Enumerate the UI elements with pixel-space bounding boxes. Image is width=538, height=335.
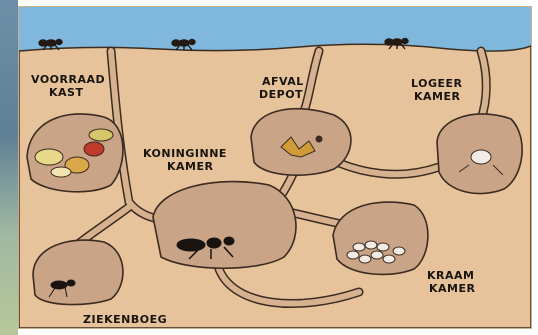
svg-text:KAMER: KAMER [429,282,475,295]
svg-text:VOORRAAD: VOORRAAD [31,73,105,86]
svg-text:KAST: KAST [49,86,83,99]
svg-text:KONINGINNE: KONINGINNE [143,147,227,160]
label-logeer-kamer: LOGEER KAMER [411,77,463,103]
svg-text:KRAAM: KRAAM [427,269,474,282]
svg-text:DEPOT: DEPOT [259,88,303,101]
nursery-chamber [333,202,428,274]
svg-text:KAMER: KAMER [167,160,213,173]
side-strip [0,0,18,335]
svg-text:LOGEER: LOGEER [411,77,463,90]
svg-text:AFVAL: AFVAL [262,75,304,88]
svg-text:ZIEKENBOEG: ZIEKENBOEG [83,313,167,326]
ant-nest-illustration: VOORRAAD KAST AFVAL DEPOT LOGEER KAMER K… [18,6,532,329]
svg-text:KAMER: KAMER [414,90,460,103]
label-ziekenboeg: ZIEKENBOEG [83,313,167,326]
label-afval-depot: AFVAL DEPOT [259,75,304,101]
waste-depot-chamber [251,109,351,175]
infirmary-chamber [33,240,123,305]
label-kraam-kamer: KRAAM KAMER [427,269,475,295]
sky [19,7,531,51]
queen-chamber [153,182,296,269]
